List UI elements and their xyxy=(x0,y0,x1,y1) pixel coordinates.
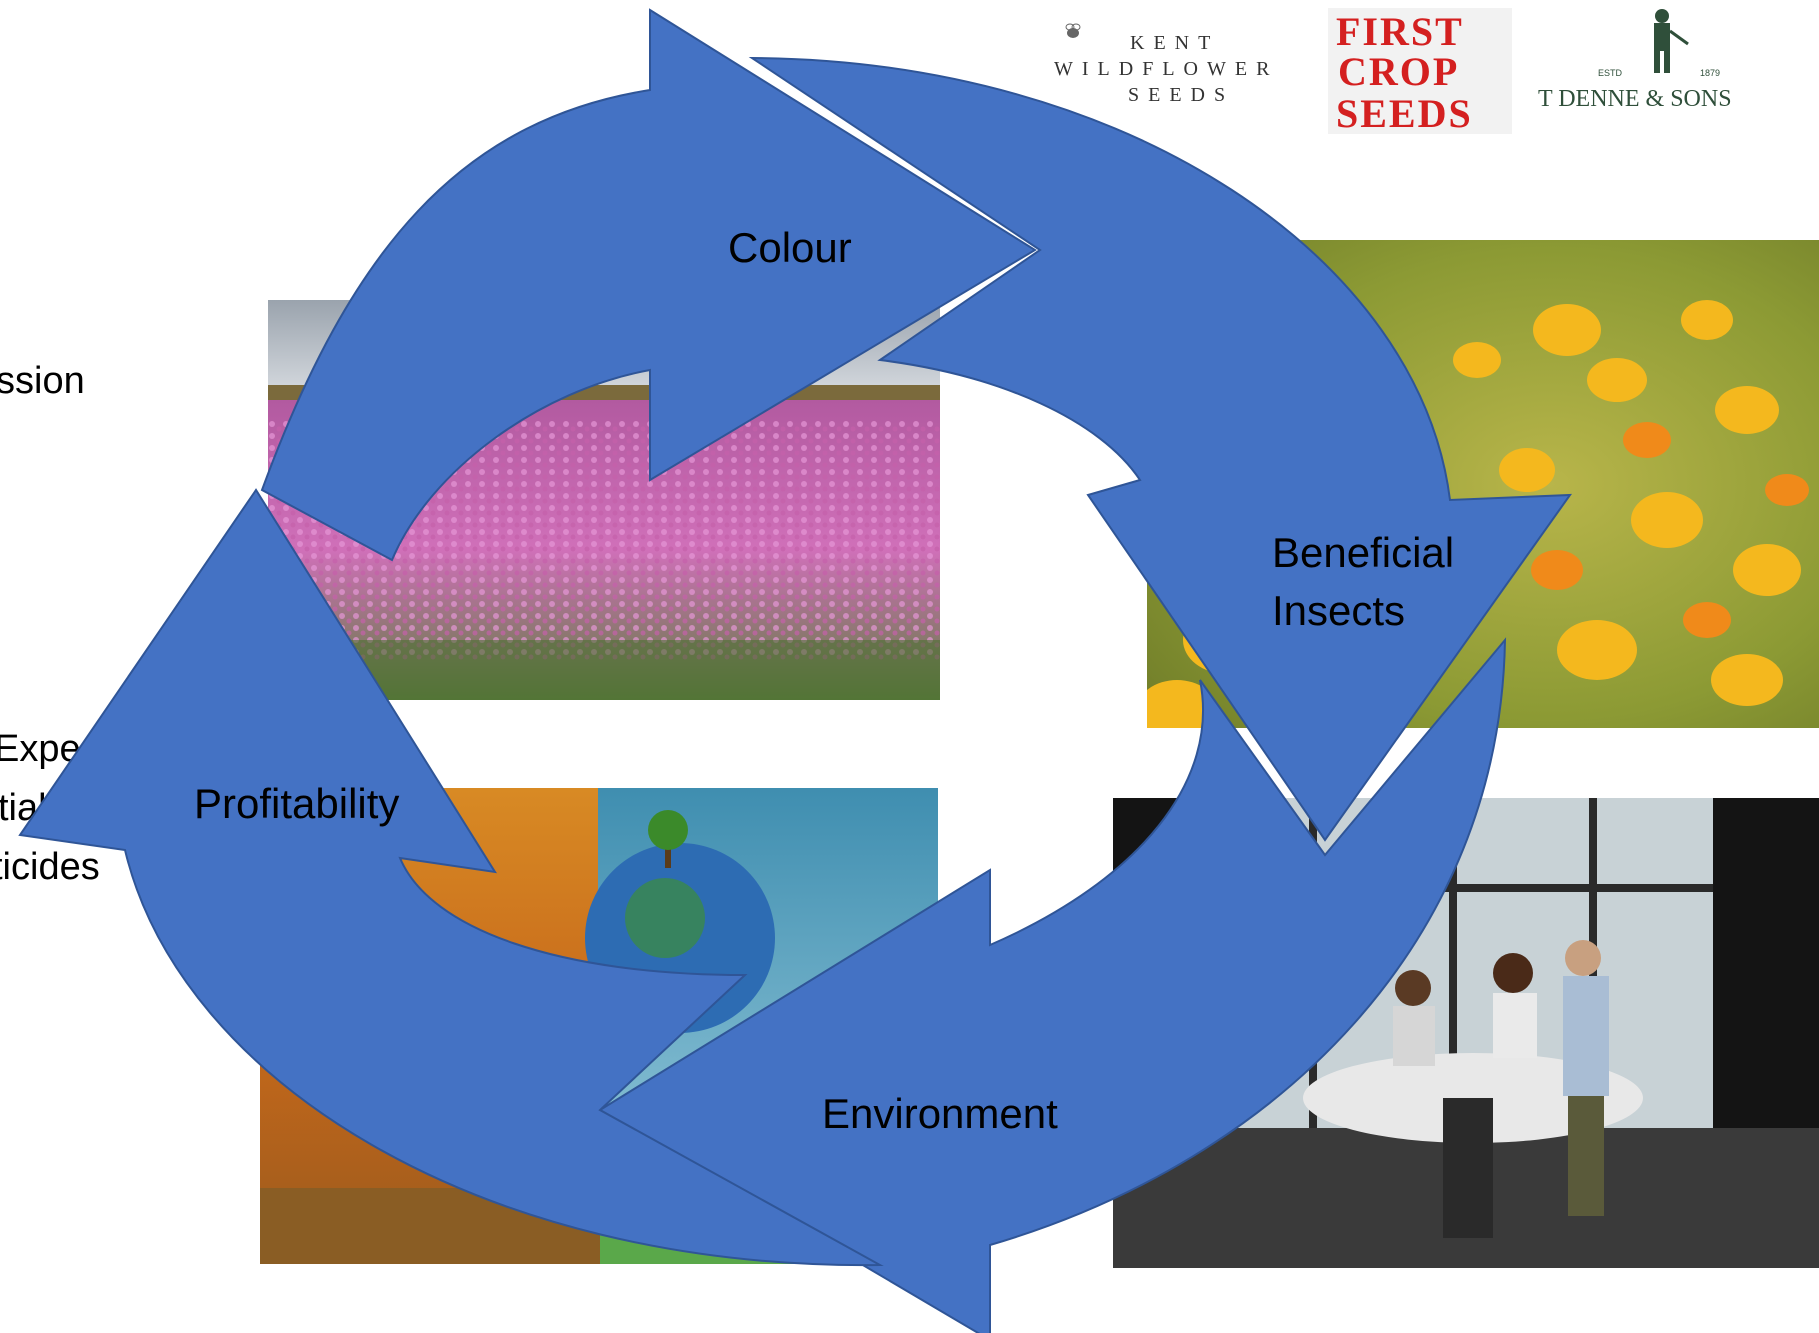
cycle-arrow-environment xyxy=(598,637,1507,1333)
bee-icon xyxy=(1062,20,1084,42)
cycle-arrow-beneficial-insects xyxy=(748,56,1572,842)
label-beneficial: Beneficial xyxy=(1272,529,1454,576)
cycle-arrow-profitability xyxy=(18,488,884,1267)
kent-logo-line1: KENT xyxy=(1130,32,1220,54)
farmer-icon xyxy=(1634,6,1690,76)
denne-estd: ESTD xyxy=(1598,68,1623,78)
first-crop-line2: CROP xyxy=(1338,49,1460,94)
first-crop-line1: FIRST xyxy=(1336,9,1464,54)
label-profitability: Profitability xyxy=(194,780,399,827)
kent-logo-line2: WILDFLOWER xyxy=(1054,58,1279,80)
label-insects: Insects xyxy=(1272,587,1405,634)
first-crop-line3: SEEDS xyxy=(1336,91,1473,136)
bg-text-mission: ssion xyxy=(0,360,85,402)
cycle-arrow-colour xyxy=(260,8,1037,562)
first-crop-seeds-logo: FIRST CROP SEEDS xyxy=(1328,8,1512,136)
bg-text-ticides: ticides xyxy=(0,846,100,888)
label-environment: Environment xyxy=(822,1090,1058,1137)
denne-year: 1879 xyxy=(1700,68,1721,78)
kent-logo-line3: SEEDS xyxy=(1128,84,1235,106)
label-colour: Colour xyxy=(728,224,852,271)
denne-name: T DENNE & SONS xyxy=(1538,86,1732,112)
